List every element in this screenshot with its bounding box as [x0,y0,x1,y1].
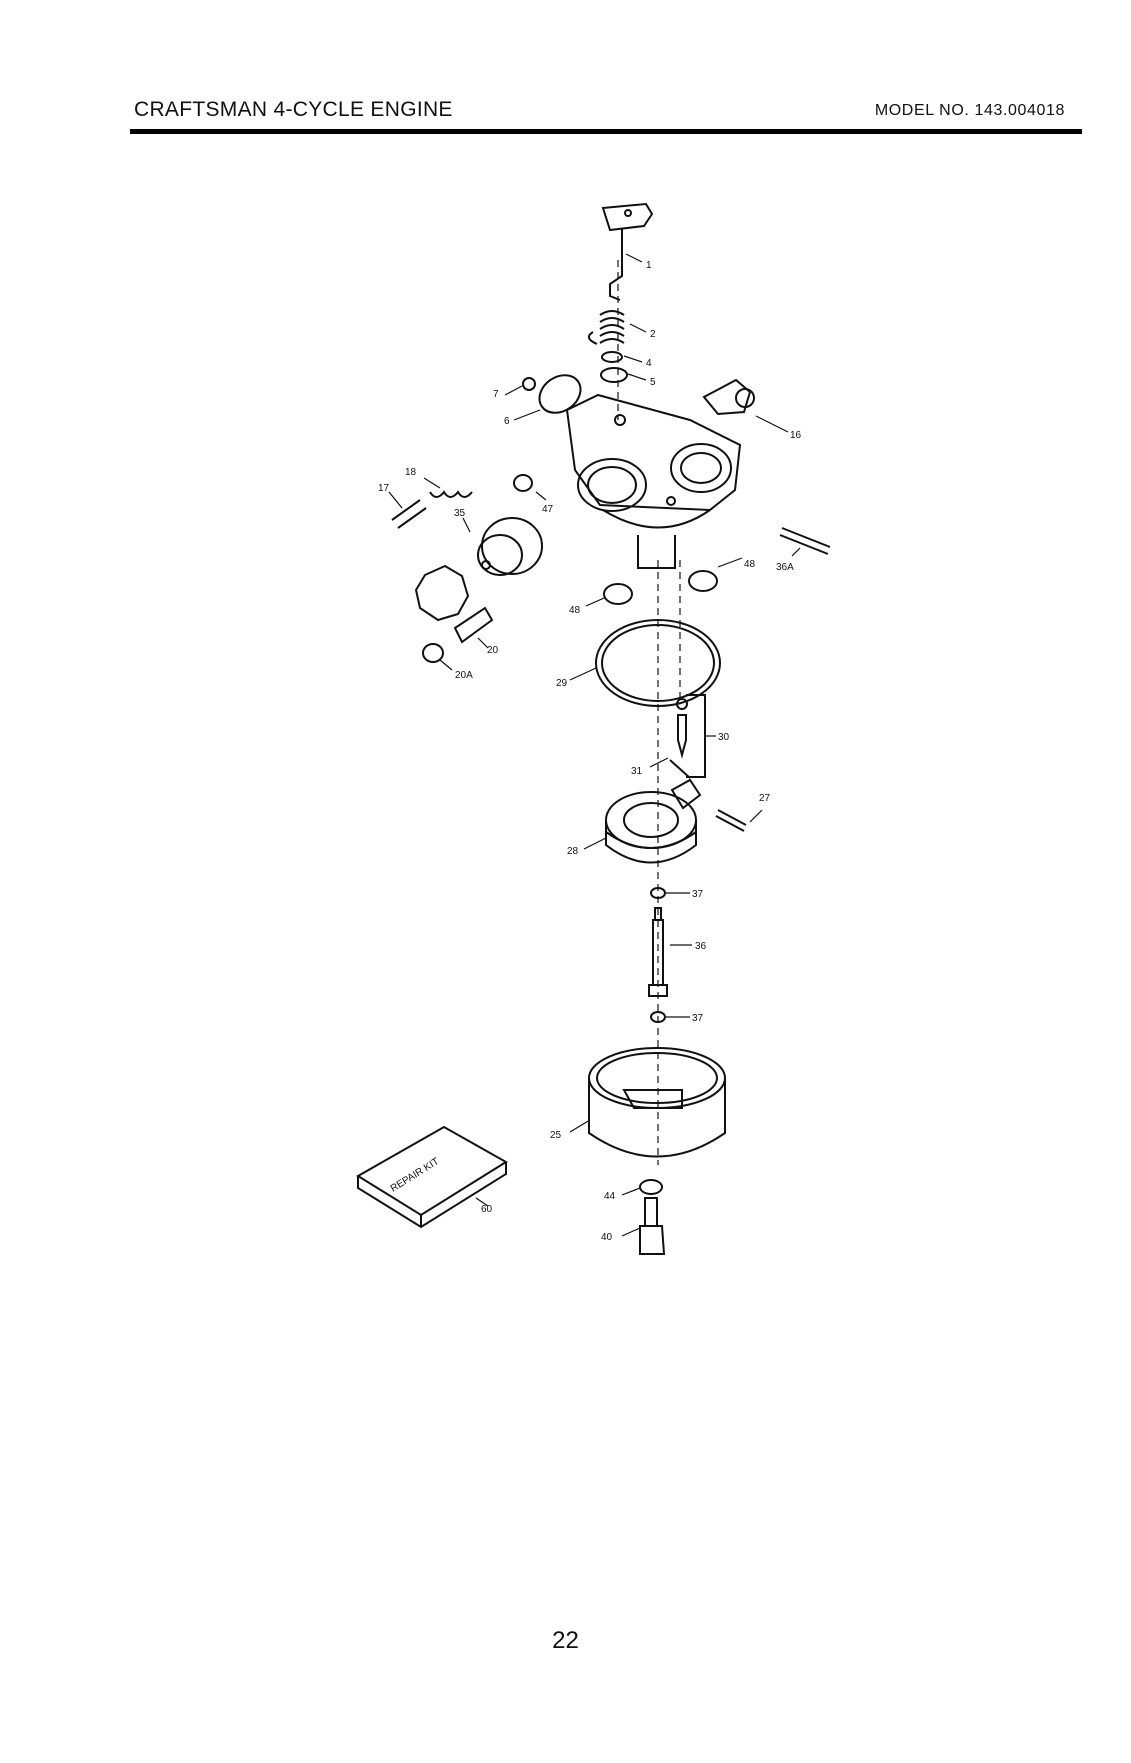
repair-kit-label: REPAIR KIT [389,1156,441,1194]
callout-30: 30 [718,732,730,743]
callout-27: 27 [759,793,771,804]
callout-31: 31 [631,766,643,777]
callout-29: 29 [556,678,568,689]
callout-28: 28 [567,846,579,857]
part-o-ring [514,475,532,491]
part-spring [589,311,624,344]
callout-44: 44 [604,1191,616,1202]
callout-48-right: 48 [744,559,756,570]
callout-2: 2 [650,329,656,340]
callout-25: 25 [550,1130,562,1141]
callout-6: 6 [504,416,510,427]
callout-37-lower: 37 [692,1013,704,1024]
callout-16: 16 [790,430,802,441]
callout-4: 4 [646,358,652,369]
part-shaft-pin [780,528,830,554]
callout-35: 35 [454,508,466,519]
part-cap [423,644,443,662]
callout-36A: 36A [776,562,794,573]
part-washer [602,352,622,362]
callout-5: 5 [650,377,656,388]
part-bowl-nut [640,1198,664,1254]
callout-37-upper: 37 [692,889,704,900]
callout-20A: 20A [455,670,473,681]
part-bushing [455,608,492,642]
callout-48-left: 48 [569,605,581,616]
part-elbow-fitting [704,380,754,414]
part-seat-right [689,571,717,591]
callout-18: 18 [405,467,417,478]
part-throttle-shaft [603,204,652,300]
part-bowl-washer [640,1180,662,1194]
callout-17: 17 [378,483,390,494]
part-throttle-plate [532,367,588,420]
part-float-bowl [589,1048,725,1157]
callout-1: 1 [646,260,652,271]
part-primer [416,518,542,620]
part-inlet-needle [670,695,705,778]
part-screw [523,378,535,390]
part-float-pin [716,810,746,831]
callout-36: 36 [695,941,707,952]
callout-20: 20 [487,645,499,656]
part-float [606,780,700,863]
part-carburetor-body [567,395,740,568]
callout-7: 7 [493,389,499,400]
callout-40: 40 [601,1232,613,1243]
part-seal [601,368,627,382]
callout-47: 47 [542,504,554,515]
callout-60: 60 [481,1204,493,1215]
part-seat-left [604,584,632,604]
page-number: 22 [0,1627,1131,1655]
